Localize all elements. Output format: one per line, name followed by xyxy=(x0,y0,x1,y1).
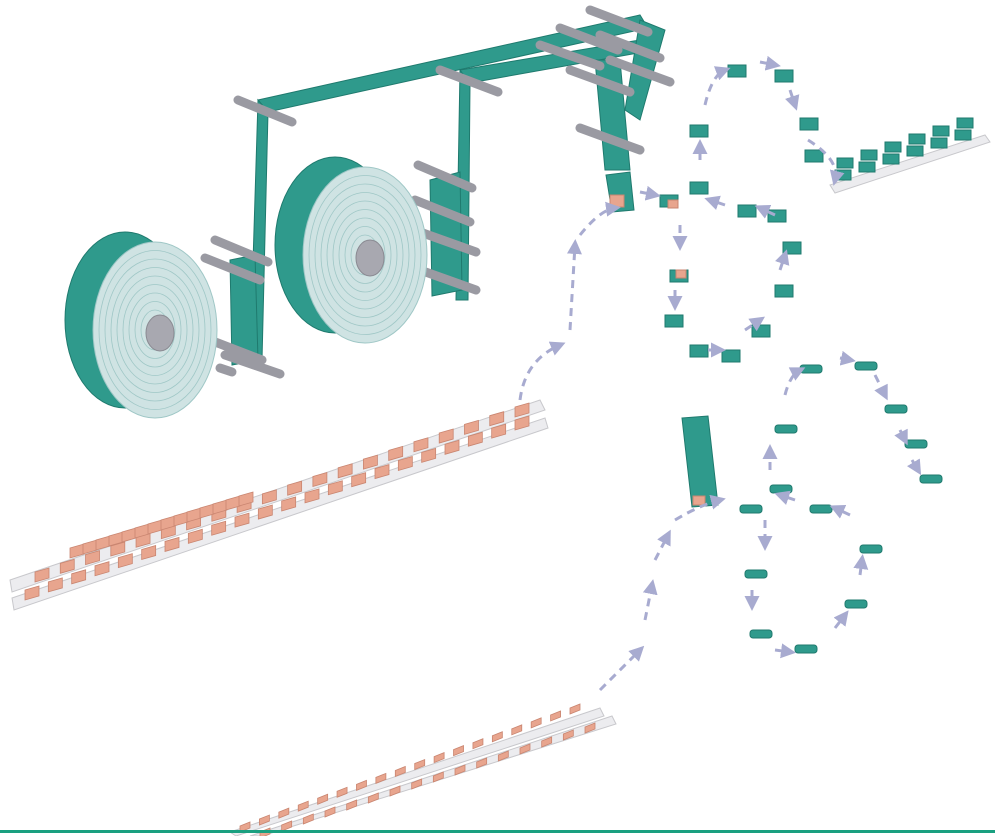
wrapped-output-row xyxy=(830,118,990,193)
product-box xyxy=(570,704,580,714)
flow-arrow xyxy=(775,650,790,652)
wrapper-pocket xyxy=(783,242,801,254)
wrapped-package xyxy=(907,146,923,156)
wrapped-candy xyxy=(750,630,772,638)
product-box xyxy=(303,814,313,824)
flow-arrow xyxy=(780,255,785,270)
wrapper-pocket xyxy=(800,118,818,130)
wrapped-candy xyxy=(800,365,822,373)
wrapped-candy xyxy=(745,570,767,578)
wrapped-candy xyxy=(855,362,877,370)
wrapped-package xyxy=(933,126,949,136)
wrapper-pocket xyxy=(690,182,708,194)
wrapper-pocket xyxy=(738,205,756,217)
flow-arrow xyxy=(912,460,918,470)
wrapped-package xyxy=(885,142,901,152)
flow-arrow xyxy=(835,615,845,628)
product-in-pocket xyxy=(676,270,686,278)
product-in-pocket xyxy=(668,200,678,208)
wrapped-candy xyxy=(860,545,882,553)
wrapped-candy xyxy=(920,475,942,483)
flow-arrows xyxy=(520,62,918,690)
wrapper-pocket xyxy=(775,285,793,297)
wrapped-candy xyxy=(845,600,867,608)
wrapped-package xyxy=(835,170,851,180)
flow-arrow xyxy=(790,90,795,105)
product-box xyxy=(551,711,561,721)
baseline-bar xyxy=(0,830,995,833)
lower-conveyor xyxy=(230,704,616,836)
wrapped-package xyxy=(883,154,899,164)
film-reel-left xyxy=(65,232,217,418)
flow-arrow xyxy=(655,535,668,560)
wrapper-pocket xyxy=(722,350,740,362)
product-box xyxy=(531,718,541,728)
wrapped-candy xyxy=(740,505,762,513)
product-box xyxy=(347,800,357,810)
flow-arrow xyxy=(860,560,862,575)
wrapper-pocket xyxy=(690,125,708,137)
flow-arrow xyxy=(705,70,725,105)
flow-arrow xyxy=(760,62,775,65)
flow-arrow xyxy=(645,585,652,620)
flow-arrow xyxy=(570,245,575,330)
wrapped-package xyxy=(931,138,947,148)
flow-arrow xyxy=(900,430,905,440)
wrapped-package xyxy=(957,118,973,128)
wrapped-package xyxy=(861,150,877,160)
flow-arrow xyxy=(780,495,795,500)
product-box xyxy=(325,807,335,817)
wrapped-candy xyxy=(905,440,927,448)
film-reel-right xyxy=(275,157,427,343)
wrapped-candy xyxy=(885,405,907,413)
wrapper-pocket xyxy=(728,65,746,77)
flow-arrow xyxy=(835,508,850,515)
flow-arrow xyxy=(840,358,850,360)
product-box xyxy=(473,739,483,749)
wrapper-pocket xyxy=(752,325,770,337)
wrapper-pocket xyxy=(665,315,683,327)
product-box xyxy=(368,793,378,803)
wrapped-package xyxy=(837,158,853,168)
wrapped-candy xyxy=(795,645,817,653)
wrapped-package xyxy=(955,130,971,140)
wrapper-pocket xyxy=(690,345,708,357)
flow-arrow xyxy=(520,345,560,400)
upper-conveyor xyxy=(10,400,548,610)
flow-arrow xyxy=(875,375,885,395)
flow-arrow xyxy=(580,208,615,235)
wrapped-candy xyxy=(810,505,832,513)
wrapped-package xyxy=(909,134,925,144)
wrapper-pocket xyxy=(805,150,823,162)
flow-arrow xyxy=(785,370,800,395)
product-box xyxy=(512,725,522,735)
flow-arrow xyxy=(710,200,725,205)
wrapped-candy xyxy=(770,485,792,493)
wrapped-package xyxy=(859,162,875,172)
roller xyxy=(220,368,232,372)
lower-wrapping-loop xyxy=(682,362,942,653)
flow-arrow xyxy=(600,650,640,690)
wrapper-pocket xyxy=(775,70,793,82)
product-box xyxy=(492,732,502,742)
flow-arrow xyxy=(640,192,655,195)
wrapped-candy xyxy=(775,425,797,433)
